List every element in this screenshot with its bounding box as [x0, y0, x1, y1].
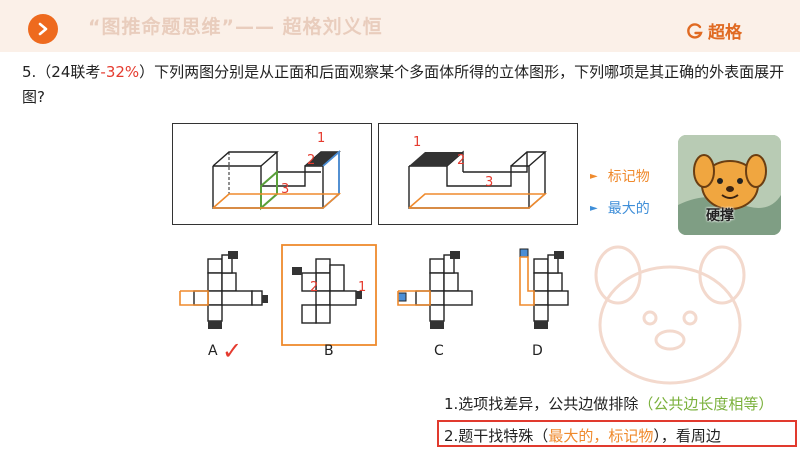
option-b-label[interactable]: B [324, 343, 334, 359]
option-c-label[interactable]: C [434, 343, 444, 359]
note2-marker: 标记物 [608, 427, 654, 445]
note2-sep: ， [593, 427, 609, 445]
brand-name: 超格 [708, 23, 742, 43]
mascot-caption: 硬撑 [706, 208, 734, 224]
checkmark-icon: ✓ [222, 337, 243, 365]
front-view-box: 1 2 3 [172, 123, 372, 225]
note2-suffix: ），看周边 [653, 427, 721, 445]
option-b-net: 2 1 [281, 244, 377, 346]
back-label-2: 2 [457, 153, 465, 168]
back-view-solid: 1 2 3 [408, 135, 548, 209]
figure-panel: 1 2 3 1 2 3 [172, 123, 580, 368]
brand-g-icon [687, 22, 703, 39]
header-bar: “图推命题思维”—— 超格刘义恒 超格 [0, 0, 800, 52]
note2-largest: 最大的 [548, 427, 594, 445]
method-note-2: 2.题干找特殊（最大的，标记物），看周边 [437, 420, 797, 447]
front-label-3: 3 [281, 182, 289, 197]
option-b-label-1: 1 [358, 280, 366, 295]
note2-prefix: 2.题干找特殊（ [444, 427, 549, 445]
option-d-label[interactable]: D [532, 343, 543, 359]
option-a-label[interactable]: A [208, 343, 218, 359]
option-nets: 2 1 [179, 244, 569, 346]
question-text: 5.（24联考-32%）下列两图分别是从正面和后面观察某个多面体所得的立体图形，… [22, 60, 792, 110]
back-view-box: 1 2 3 [378, 123, 578, 225]
question-number: 5.（24联考 [22, 63, 101, 81]
hint-label: 最大的 [607, 201, 650, 217]
brand-logo: 超格 [686, 18, 742, 43]
back-label-3: 3 [485, 175, 493, 190]
triangle-bullet-icon: ► [590, 170, 598, 182]
dog-mascot-icon [678, 135, 781, 235]
option-d-net [519, 248, 569, 329]
option-c-net [397, 251, 473, 329]
hint-item-marker: ► 标记物 [590, 160, 650, 192]
back-label-1: 1 [413, 135, 421, 150]
note1-main: 1.选项找差异，公共边做排除 [444, 395, 639, 413]
hint-label: 标记物 [607, 169, 650, 185]
question-rate: -32% [100, 63, 140, 81]
front-view-solid: 1 2 3 [212, 131, 342, 211]
option-a-net [179, 251, 268, 329]
triangle-bullet-icon: ► [590, 202, 598, 214]
question-body: ）下列两图分别是从正面和后面观察某个多面体所得的立体图形，下列哪项是其正确的外表… [22, 63, 785, 106]
mascot-sticker: 硬撑 [678, 135, 781, 235]
next-arrow-button[interactable] [28, 14, 58, 44]
chevron-right-icon [38, 22, 48, 36]
method-note-1: 1.选项找差异，公共边做排除（公共边长度相等） [444, 393, 773, 414]
hint-item-largest: ► 最大的 [590, 192, 650, 224]
watermark-mascot-icon [594, 245, 746, 385]
hint-list: ► 标记物 ► 最大的 [590, 160, 650, 224]
front-label-1: 1 [317, 131, 325, 146]
front-label-2: 2 [307, 153, 315, 168]
header-title: “图推命题思维”—— 超格刘义恒 [88, 16, 383, 38]
option-b-label-2: 2 [310, 280, 318, 295]
note1-paren: （公共边长度相等） [638, 395, 774, 413]
